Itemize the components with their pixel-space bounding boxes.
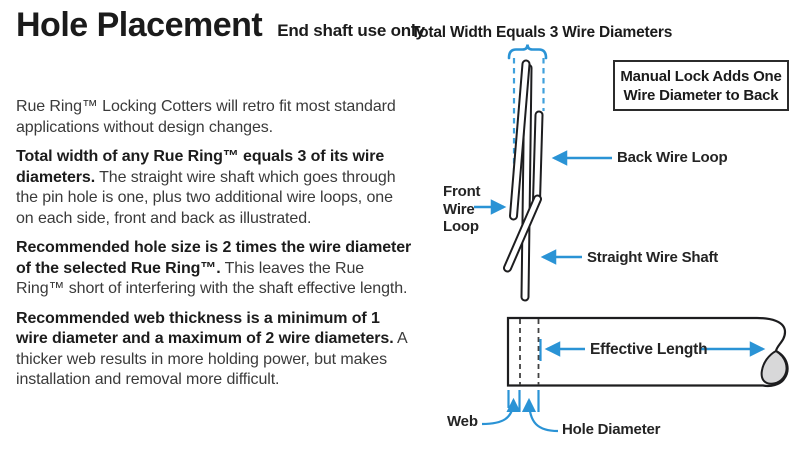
page-subtitle: End shaft use only — [277, 21, 425, 40]
body-copy: Rue Ring™ Locking Cotters will retro fit… — [16, 97, 412, 400]
straight-wire-shaft-shape — [520, 63, 533, 302]
back-wire-loop-shape — [532, 110, 544, 206]
hole-diameter-leader-arrow — [521, 397, 559, 433]
header: Hole Placement End shaft use only — [16, 6, 425, 45]
intro-paragraph: Rue Ring™ Locking Cotters will retro fit… — [16, 97, 412, 138]
page-title: Hole Placement — [16, 6, 263, 44]
callout-line-2: Wire Diameter to Back — [623, 86, 779, 104]
label-back-wire-loop: Back Wire Loop — [617, 149, 728, 166]
label-web: Web — [447, 413, 478, 430]
paragraph-text: The straight wire shaft which goes throu… — [16, 168, 396, 227]
label-straight-wire-shaft: Straight Wire Shaft — [587, 249, 719, 266]
front-wire-loop-line: Front — [443, 183, 481, 200]
label-hole-diameter: Hole Diameter — [562, 421, 661, 438]
shaft-illustration — [506, 316, 789, 388]
paragraph-bold-lead: Recommended web thickness is a minimum o… — [16, 309, 394, 348]
label-effective-length: Effective Length — [590, 341, 708, 358]
total-width-paragraph: Total width of any Rue Ring™ equals 3 of… — [16, 147, 412, 229]
paragraph-bold-lead: Recommended hole size is 2 times the wir… — [16, 239, 412, 277]
shaft-break-end — [760, 349, 788, 385]
label-front-wire-loop: Front Wire Loop — [443, 183, 481, 236]
front-wire-loop-line: Wire — [443, 200, 475, 218]
web-thickness-paragraph: Recommended web thickness is a minimum o… — [16, 309, 412, 391]
lock-wire-diagonal-shape — [503, 194, 542, 273]
paragraph-text: A thicker web results in more holding po… — [16, 330, 407, 388]
paragraph-bold-lead: Total width of any Rue Ring™ equals 3 of… — [16, 148, 385, 186]
paragraph-text: This leaves the Rue Ring™ short of inter… — [16, 259, 408, 298]
paragraph-text: Rue Ring™ Locking Cotters will retro fit… — [16, 98, 396, 136]
diagram-heading: Total Width Equals 3 Wire Diameters — [411, 24, 673, 41]
callout-line-1: Manual Lock Adds One — [620, 67, 782, 85]
hole-size-paragraph: Recommended hole size is 2 times the wir… — [16, 238, 412, 300]
manual-lock-callout-box: Manual Lock Adds One Wire Diameter to Ba… — [613, 60, 789, 111]
web-leader-arrow — [481, 397, 521, 426]
cotter-pin-illustration — [503, 59, 544, 302]
total-width-brace — [507, 44, 548, 60]
front-wire-loop-line: Loop — [443, 218, 479, 235]
front-wire-loop-shape — [509, 59, 531, 221]
